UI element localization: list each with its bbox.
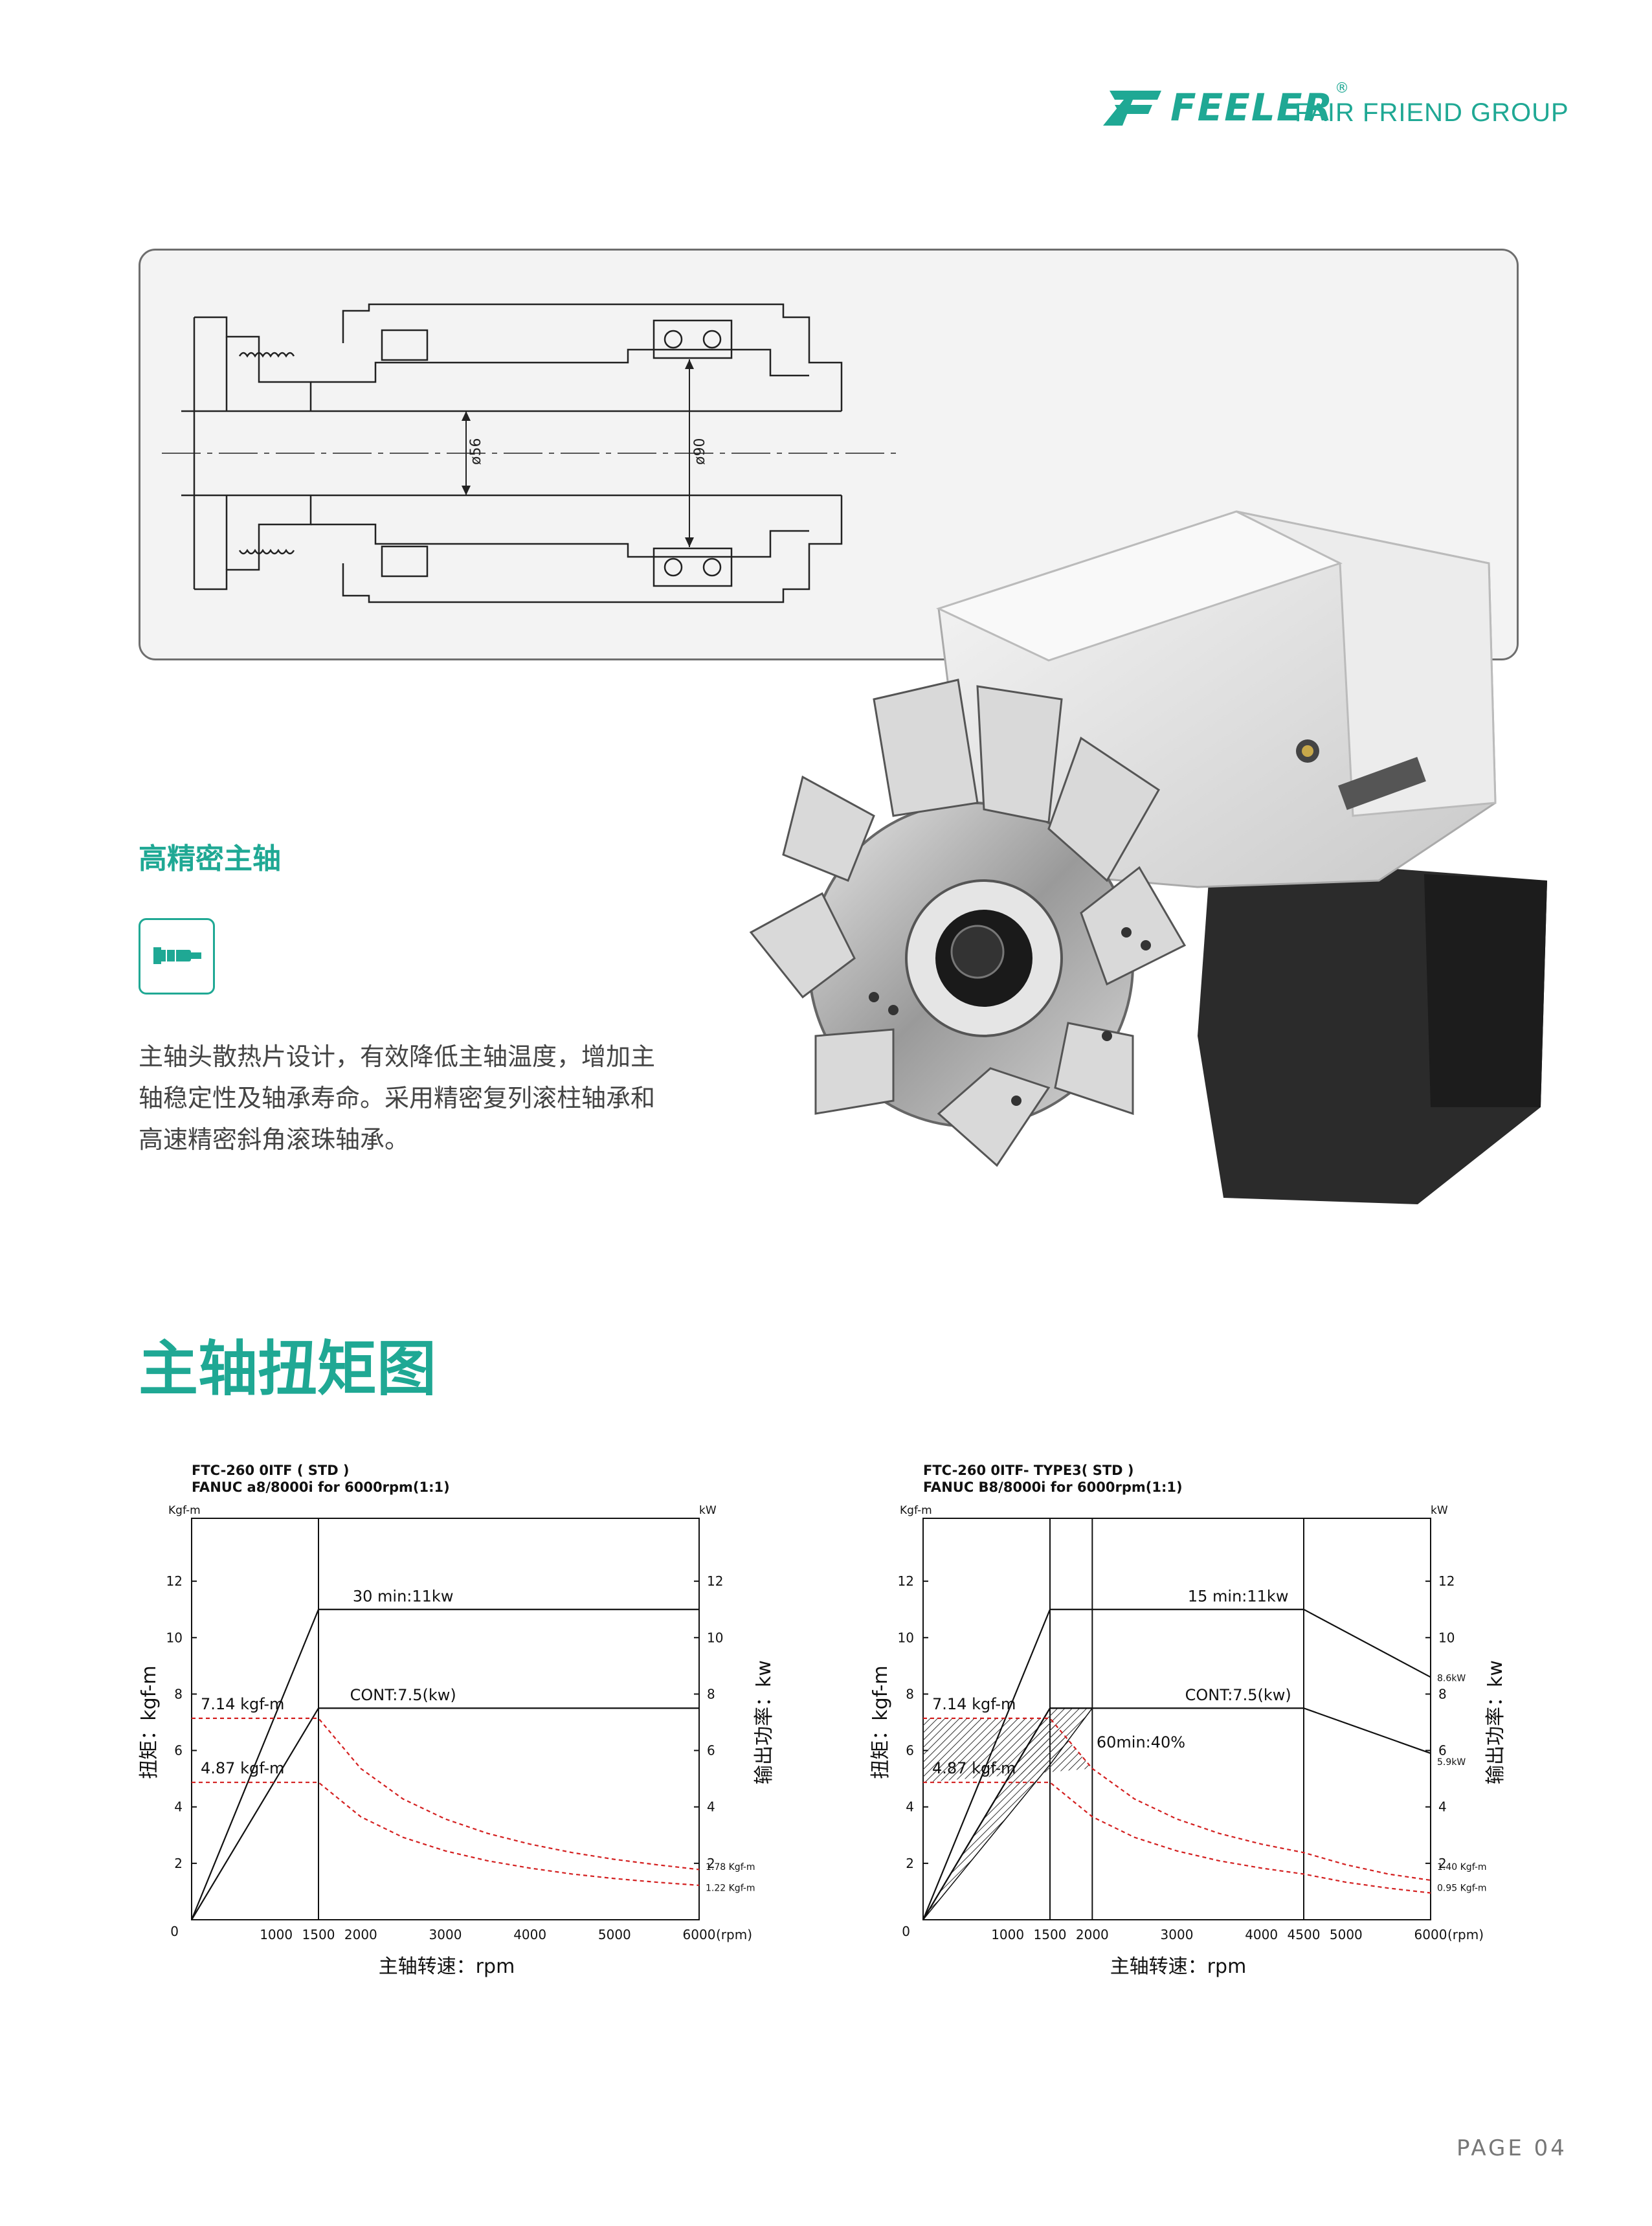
end-label-high: 1.78 Kgf-m [706, 1862, 755, 1872]
dim-inner-label: ø56 [468, 438, 484, 465]
y-tick-label-left: 12 [166, 1573, 183, 1589]
y-tick-label-left: 8 [174, 1686, 183, 1702]
y-tick-label-left: 10 [898, 1630, 914, 1645]
turret-spindle-photo [749, 510, 1547, 1204]
y-tick-label-right: 4 [1438, 1799, 1447, 1815]
y-axis-label-left: 扭矩：kgf-m [138, 1665, 161, 1779]
y-axis-label-left: 扭矩：kgf-m [869, 1665, 892, 1779]
x-tick-label: 4500 [1288, 1927, 1321, 1942]
x-tick-label: 1000 [260, 1927, 293, 1942]
end-label-high: 1.40 Kgf-m [1437, 1862, 1487, 1872]
brand-name: FEELER [1170, 85, 1334, 129]
torque-series-line [192, 1781, 700, 1886]
y-tick-label-right: 8 [707, 1686, 715, 1702]
torque-series-line [192, 1717, 700, 1871]
page-number: PAGE 04 [1457, 2135, 1567, 2161]
series-label-30min: 30 min:11kw [353, 1588, 454, 1606]
power-series-line [922, 1608, 1431, 1920]
y-tick-label-left: 12 [898, 1573, 914, 1589]
torque-chart-type3: FTC-260 0ITF- TYPE3( STD )FANUC B8/8000i… [869, 1463, 1507, 1978]
series-label-60min: 60min:40% [1097, 1733, 1185, 1751]
origin-label: 0 [902, 1924, 910, 1939]
y-tick-label-left: 4 [174, 1799, 183, 1815]
torque-chart-std: FTC-260 0ITF ( STD )FANUC a8/8000i for 6… [138, 1463, 776, 1978]
dim-outer-label: ø90 [692, 438, 708, 465]
y-tick-label-left: 2 [906, 1856, 914, 1871]
series-label-cont: CONT:7.5(kw) [1185, 1686, 1291, 1704]
chart-title: FTC-260 0ITF ( STD ) [192, 1463, 350, 1478]
section-title: 主轴扭矩图 [139, 1334, 437, 1404]
x-tick-label: 3000 [429, 1927, 462, 1942]
y-tick-label-right: 6 [1438, 1743, 1447, 1759]
x-unit-label: (rpm) [1447, 1927, 1484, 1942]
torque-series-line [923, 1717, 1431, 1882]
y-tick-label-left: 6 [906, 1743, 914, 1759]
power-series-line [922, 1707, 1093, 1920]
x-tick-label: 4000 [513, 1927, 546, 1942]
plot-frame [191, 1518, 700, 1920]
y-tick-label-right: 2 [1438, 1856, 1447, 1871]
unit-right: kW [1431, 1504, 1448, 1517]
torque-label-high: 7.14 kgf-m [201, 1695, 284, 1713]
x-tick-label: 6000 [683, 1927, 716, 1942]
chart-subtitle: FANUC B8/8000i for 6000rpm(1:1) [923, 1479, 1183, 1495]
group-name: FAIR FRIEND GROUP [1295, 98, 1569, 127]
y-tick-label-left: 2 [174, 1856, 183, 1871]
torque-series-line [923, 1781, 1431, 1894]
brand-registered-mark: ® [1335, 80, 1349, 96]
x-tick-label: 6000 [1414, 1927, 1447, 1942]
x-tick-label: 1500 [302, 1927, 335, 1942]
y-tick-label-left: 4 [906, 1799, 914, 1815]
feature-title: 高精密主轴 [139, 842, 281, 875]
unit-left: Kgf-m [900, 1504, 932, 1517]
y-tick-label-right: 12 [1438, 1573, 1455, 1589]
spindle-icon [139, 918, 215, 995]
feature-description: 主轴头散热片设计，有效降低主轴温度，增加主轴稳定性及轴承寿命。采用精密复列滚柱轴… [139, 1042, 656, 1154]
x-tick-label: 4000 [1245, 1927, 1278, 1942]
power-series-line [190, 1608, 699, 1920]
y-tick-label-left: 6 [174, 1743, 183, 1759]
y-tick-label-right: 8 [1438, 1686, 1447, 1702]
y-tick-label-right: 10 [707, 1630, 723, 1645]
spindle-cross-section-drawing: ø56 ø90 [162, 303, 900, 603]
x-tick-label: 2000 [344, 1927, 377, 1942]
right-label-low: 5.9kW [1437, 1757, 1466, 1768]
x-axis-label: 主轴转速：rpm [1110, 1955, 1247, 1978]
series-label-cont: CONT:7.5(kw) [350, 1686, 456, 1704]
torque-label-low: 4.87 kgf-m [201, 1759, 284, 1777]
torque-label-high: 7.14 kgf-m [932, 1695, 1016, 1713]
y-tick-label-right: 2 [707, 1856, 715, 1871]
unit-left: Kgf-m [168, 1504, 201, 1517]
x-tick-label: 2000 [1076, 1927, 1109, 1942]
right-label-high: 8.6kW [1437, 1673, 1466, 1683]
y-axis-label-right: 输出功率：kw [753, 1660, 776, 1784]
x-tick-label: 5000 [1330, 1927, 1363, 1942]
x-tick-label: 1500 [1034, 1927, 1067, 1942]
y-axis-label-right: 输出功率：kw [1484, 1660, 1507, 1784]
brand-logo: FEELER ® FAIR FRIEND GROUP [1100, 80, 1568, 136]
chart-title: FTC-260 0ITF- TYPE3( STD ) [923, 1463, 1133, 1478]
end-label-low: 0.95 Kgf-m [1437, 1883, 1487, 1894]
y-tick-label-right: 10 [1438, 1630, 1455, 1645]
series-label-30min: 15 min:11kw [1188, 1588, 1289, 1606]
x-tick-label: 3000 [1161, 1927, 1194, 1942]
x-unit-label: (rpm) [716, 1927, 752, 1942]
chart-subtitle: FANUC a8/8000i for 6000rpm(1:1) [192, 1479, 450, 1495]
power-series-line [191, 1707, 699, 1920]
y-tick-label-right: 12 [707, 1573, 723, 1589]
feeler-logo-icon [1103, 91, 1161, 126]
y-tick-label-left: 10 [166, 1630, 183, 1645]
unit-right: kW [699, 1504, 717, 1517]
x-axis-label: 主轴转速：rpm [379, 1955, 515, 1978]
y-tick-label-right: 4 [707, 1799, 715, 1815]
origin-label: 0 [170, 1924, 179, 1939]
x-tick-label: 1000 [991, 1927, 1024, 1942]
y-tick-label-left: 8 [906, 1686, 914, 1702]
torque-label-low: 4.87 kgf-m [932, 1759, 1016, 1777]
end-label-low: 1.22 Kgf-m [706, 1883, 755, 1894]
x-tick-label: 5000 [598, 1927, 631, 1942]
y-tick-label-right: 6 [707, 1743, 715, 1759]
